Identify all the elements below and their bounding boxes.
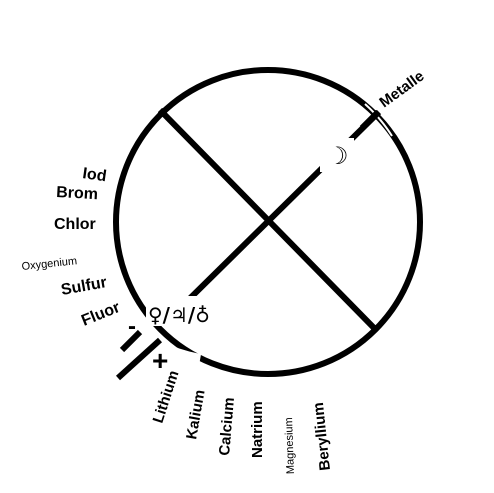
nonmetal-label-oxygenium: Oxygenium [21, 255, 78, 273]
metal-label-magnesium: Magnesium [283, 417, 297, 474]
nonmetal-label-brom: Brom [56, 184, 99, 203]
metal-label-lithium: Lithium [150, 368, 183, 425]
planet-patch [146, 296, 216, 326]
minus-axis-line [119, 329, 143, 353]
metals-label: Metalle [376, 68, 427, 112]
moon-icon: ☽ [327, 142, 349, 170]
plus-sign: + [152, 345, 168, 376]
planet-symbols-label: ♀/♃/♁ [148, 303, 210, 327]
metal-label-calcium: Calcium [216, 397, 238, 457]
minus-sign: - [128, 313, 136, 340]
plus-axis-line [115, 337, 163, 381]
nonmetal-label-chlor: Chlor [54, 216, 96, 233]
metal-label-kalium: Kalium [183, 388, 208, 440]
nonmetal-label-fluor: Fluor [79, 299, 122, 330]
nonmetal-label-sulfur: Sulfur [60, 274, 108, 299]
main-circle [113, 67, 423, 377]
metal-label-beryllium: Beryllium [310, 402, 334, 472]
moon-patch [320, 138, 354, 172]
metals-axis-line [359, 109, 381, 131]
nonmetal-label-iod: Iod [81, 165, 107, 185]
metal-label-natrium: Natrium [249, 401, 266, 458]
circle-gap-top-right [364, 103, 393, 137]
